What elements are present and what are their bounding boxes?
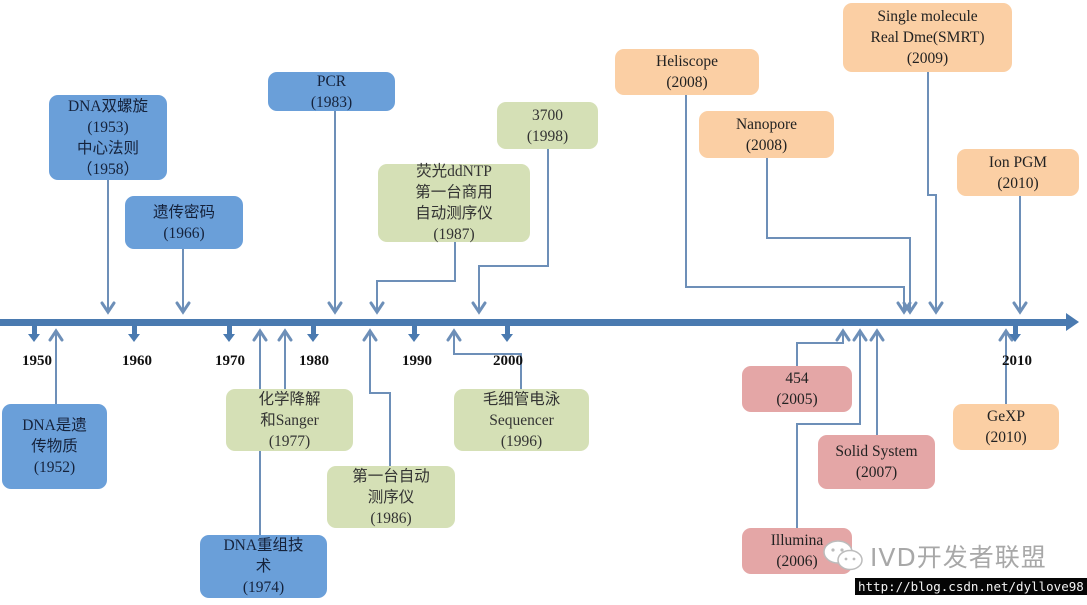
year-label-1950: 1950 (22, 353, 52, 369)
event-box-pcr: PCR(1983) (268, 72, 395, 111)
connector-454-arrowhead (835, 328, 851, 342)
timeline-axis (0, 319, 1068, 326)
connector-3700 (478, 149, 549, 312)
event-box-heliscope: Heliscope(2008) (615, 49, 759, 95)
decade-tick-2010 (1013, 326, 1018, 335)
decade-tick-arrow-1950 (28, 334, 40, 342)
decade-tick-1960 (132, 326, 137, 335)
connector-first-auto-sequencer (369, 331, 391, 466)
connector-dna-double-helix-arrowhead (100, 301, 116, 315)
decade-tick-arrow-1990 (408, 334, 420, 342)
connector-dna-genetic-material-arrowhead (48, 328, 64, 342)
connector-smrt (927, 72, 937, 312)
connector-heliscope (685, 95, 905, 312)
event-box-solid-system: Solid System(2007) (818, 435, 935, 489)
decade-tick-1980 (311, 326, 316, 335)
event-box-chemical-degradation-sanger: 化学降解和Sanger(1977) (226, 389, 353, 451)
event-box-dna-double-helix: DNA双螺旋(1953)中心法则（1958） (49, 95, 167, 180)
connector-illumina (796, 331, 861, 528)
connector-dna-recombination-arrowhead (252, 328, 268, 342)
connector-nanopore-arrowhead (902, 301, 918, 315)
watermark: IVD开发者联盟 (822, 538, 1047, 574)
watermark-brand: IVD开发者联盟 (870, 543, 1047, 572)
decade-tick-arrow-1960 (128, 334, 140, 342)
wechat-icon (823, 540, 863, 571)
year-label-1960: 1960 (122, 353, 152, 369)
connector-3700-arrowhead (471, 301, 487, 315)
connector-ion-pgm-arrowhead (1012, 301, 1028, 315)
decade-tick-1950 (32, 326, 37, 335)
year-label-1990: 1990 (402, 353, 432, 369)
year-label-1980: 1980 (299, 353, 329, 369)
event-box-ion-pgm: Ion PGM(2010) (957, 149, 1079, 196)
year-label-1970: 1970 (215, 353, 245, 369)
timeline-axis-arrowhead (1066, 313, 1079, 331)
decade-tick-arrow-2010 (1009, 334, 1021, 342)
connector-454 (796, 331, 844, 366)
connector-fluorescent-ddntp-arrowhead (369, 301, 385, 315)
event-box-dna-recombination: DNA重组技术(1974) (200, 535, 327, 598)
decade-tick-1970 (227, 326, 232, 335)
event-box-454: 454(2005) (742, 366, 852, 412)
connector-capillary (453, 331, 522, 389)
year-label-2000: 2000 (493, 353, 523, 369)
connector-capillary-arrowhead (446, 328, 462, 342)
event-box-genetic-code: 遗传密码(1966) (125, 196, 243, 249)
event-box-3700: 3700(1998) (497, 102, 598, 149)
event-box-nanopore: Nanopore(2008) (699, 111, 834, 158)
connector-nanopore (766, 158, 911, 312)
event-box-first-auto-sequencer: 第一台自动测序仪(1986) (327, 466, 455, 528)
connector-genetic-code-arrowhead (175, 301, 191, 315)
connector-solid-system-arrowhead (869, 328, 885, 342)
connector-gexp-arrowhead (998, 328, 1014, 342)
event-box-dna-genetic-material: DNA是遗传物质(1952) (2, 404, 107, 489)
decade-tick-arrow-1970 (223, 334, 235, 342)
connector-heliscope-arrowhead (896, 301, 912, 315)
decade-tick-arrow-2000 (501, 334, 513, 342)
decade-tick-2000 (505, 326, 510, 335)
connector-fluorescent-ddntp (376, 242, 456, 312)
decade-tick-arrow-1980 (307, 334, 319, 342)
connector-illumina-arrowhead (852, 328, 868, 342)
year-label-2010: 2010 (1002, 353, 1032, 369)
event-box-gexp: GeXP(2010) (953, 404, 1059, 450)
connector-pcr-arrowhead (327, 301, 343, 315)
connector-smrt-arrowhead (928, 301, 944, 315)
connector-sanger-arrowhead (277, 328, 293, 342)
decade-tick-1990 (412, 326, 417, 335)
watermark-url: http://blog.csdn.net/dyllove98 (855, 578, 1087, 595)
connector-first-auto-sequencer-arrowhead (362, 328, 378, 342)
